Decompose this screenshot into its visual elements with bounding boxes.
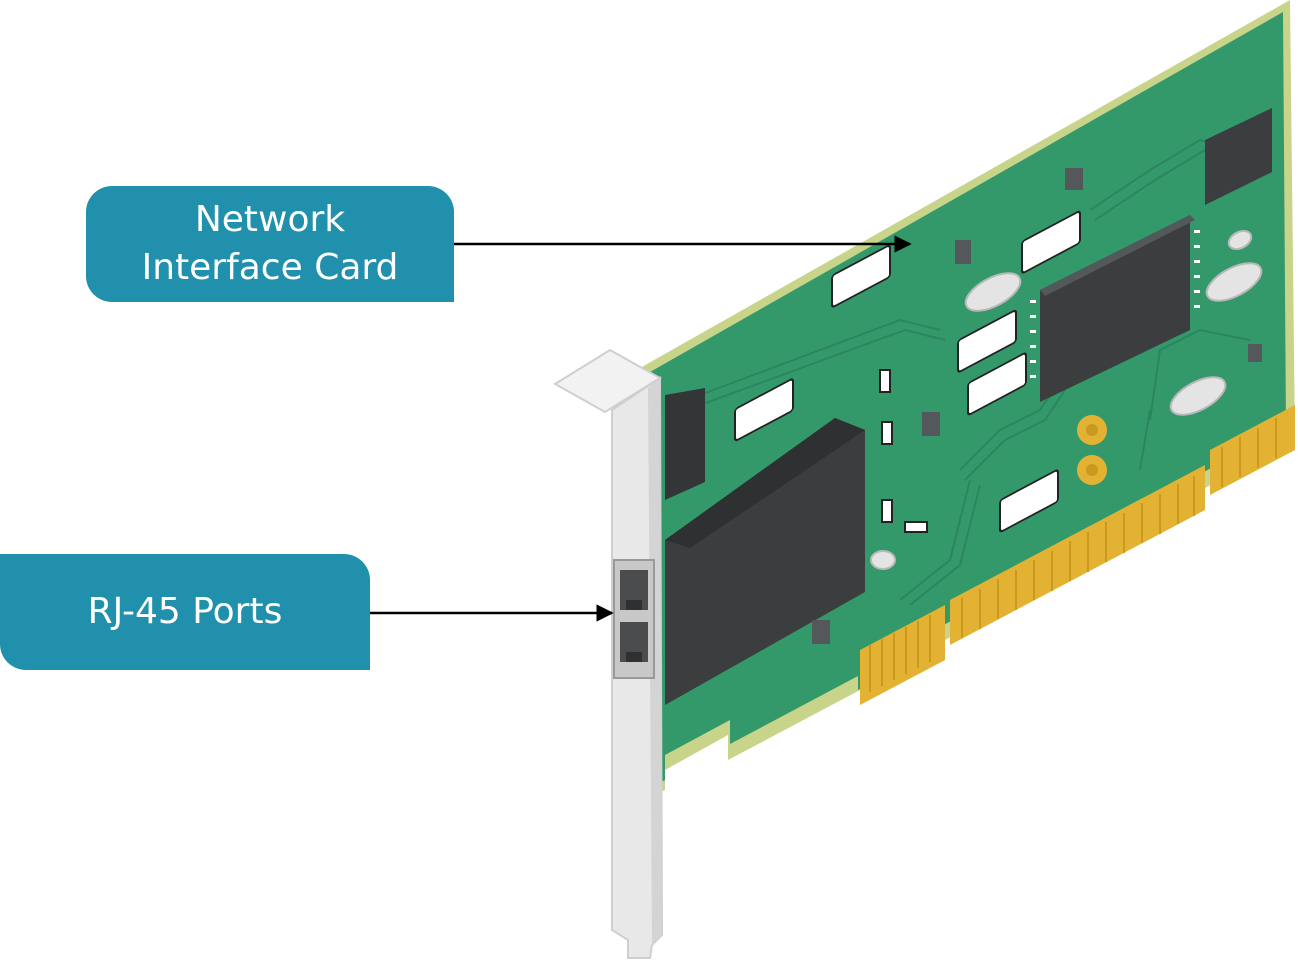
capacitors — [1077, 415, 1107, 485]
discrete-components — [879, 369, 928, 533]
small-ics — [812, 168, 1262, 644]
nic-callout-line1: Network — [194, 199, 346, 240]
eeprom-chip — [1205, 108, 1272, 205]
resistor-arrays — [734, 210, 1081, 533]
rj45-callout-label: RJ-45 Ports — [87, 591, 283, 632]
nic-callout-line2: Interface Card — [141, 247, 399, 288]
controller-chip-pins — [1030, 230, 1200, 378]
connector-pins — [869, 418, 1277, 692]
rj45-ports — [613, 559, 655, 679]
nic-callout: Network Interface Card — [86, 186, 454, 302]
rj45-jack-housing — [665, 388, 865, 705]
rj45-callout: RJ-45 Ports — [0, 554, 370, 670]
crystals — [870, 229, 1263, 570]
controller-chip — [1040, 215, 1195, 402]
